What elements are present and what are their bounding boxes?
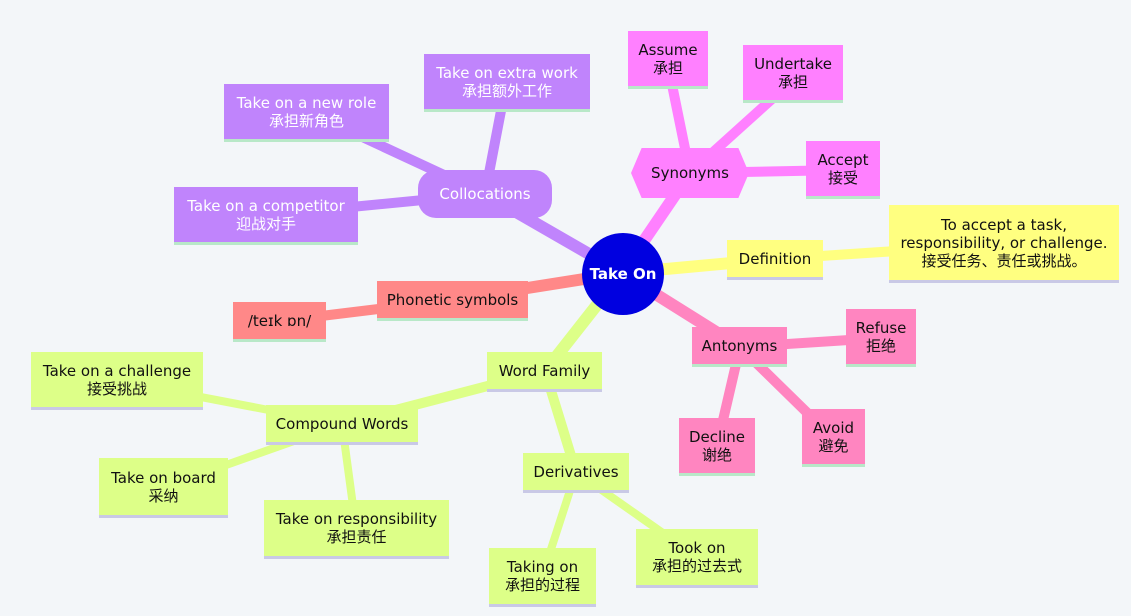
compound-responsibility[interactable]: Take on responsibility 承担责任 (264, 500, 449, 559)
collocation-competitor-en: Take on a competitor (187, 196, 345, 215)
antonym-refuse[interactable]: Refuse 拒绝 (846, 309, 916, 367)
derivative-taking-on[interactable]: Taking on 承担的过程 (489, 548, 596, 607)
compound-words-node[interactable]: Compound Words (266, 405, 418, 445)
definition-label: Definition (738, 249, 812, 268)
definition-text-en-1: To accept a task, (941, 215, 1067, 234)
synonym-assume-zh: 承担 (652, 58, 683, 77)
collocation-new-role-en: Take on a new role (236, 93, 377, 112)
synonym-undertake-en: Undertake (754, 54, 832, 73)
compound-challenge-zh: 接受挑战 (86, 379, 147, 398)
compound-challenge[interactable]: Take on a challenge 接受挑战 (31, 352, 203, 410)
antonym-refuse-zh: 拒绝 (865, 336, 896, 355)
definition-node[interactable]: Definition (727, 240, 823, 280)
collocation-new-role[interactable]: Take on a new role 承担新角色 (224, 84, 389, 142)
antonyms-node[interactable]: Antonyms (692, 327, 787, 367)
synonyms-label: Synonyms (651, 164, 729, 182)
antonym-decline-en: Decline (688, 427, 746, 446)
collocations-label: Collocations (439, 185, 531, 203)
compound-words-label: Compound Words (275, 414, 409, 433)
synonyms-node[interactable]: Synonyms (631, 148, 749, 198)
collocation-extra-work-zh: 承担额外工作 (461, 81, 552, 100)
derivative-taking-on-en: Taking on (506, 558, 579, 576)
collocation-extra-work[interactable]: Take on extra work 承担额外工作 (424, 54, 590, 112)
collocation-extra-work-en: Take on extra work (436, 63, 578, 82)
compound-board-zh: 采纳 (148, 486, 179, 505)
derivative-took-on[interactable]: Took on 承担的过去式 (636, 529, 758, 588)
derivative-taking-on-zh: 承担的过程 (504, 576, 580, 594)
antonym-avoid[interactable]: Avoid 避免 (802, 409, 865, 467)
antonym-avoid-zh: 避免 (818, 436, 849, 455)
antonym-refuse-en: Refuse (855, 318, 907, 337)
compound-challenge-en: Take on a challenge (42, 361, 192, 380)
center-label: Take On (589, 265, 657, 283)
derivatives-label: Derivatives (533, 462, 619, 481)
center-node-take-on[interactable]: Take On (582, 233, 664, 315)
definition-text-zh: 接受任务、责任或挑战。 (921, 251, 1087, 270)
derivatives-node[interactable]: Derivatives (523, 453, 629, 493)
collocations-node[interactable]: Collocations (418, 170, 552, 218)
antonyms-label: Antonyms (701, 336, 778, 355)
synonym-undertake-zh: 承担 (777, 72, 808, 91)
collocation-competitor-zh: 迎战对手 (235, 214, 296, 233)
compound-responsibility-zh: 承担责任 (326, 528, 387, 546)
synonym-accept-en: Accept (817, 150, 869, 169)
antonym-decline[interactable]: Decline 谢绝 (679, 418, 755, 476)
synonym-accept[interactable]: Accept 接受 (806, 141, 880, 199)
word-family-node[interactable]: Word Family (487, 352, 602, 392)
phonetic-node[interactable]: Phonetic symbols (377, 281, 528, 321)
collocation-competitor[interactable]: Take on a competitor 迎战对手 (174, 187, 358, 245)
synonym-undertake[interactable]: Undertake 承担 (743, 45, 843, 103)
synonym-assume-en: Assume (638, 40, 698, 59)
compound-board-en: Take on board (111, 468, 216, 487)
phonetic-value-text: /teɪk ɒn/ (247, 311, 312, 330)
compound-board[interactable]: Take on board 采纳 (99, 458, 228, 518)
antonym-decline-zh: 谢绝 (701, 445, 732, 464)
collocation-new-role-zh: 承担新角色 (268, 111, 344, 130)
derivative-took-on-zh: 承担的过去式 (651, 557, 742, 575)
word-family-label: Word Family (498, 361, 591, 380)
compound-responsibility-en: Take on responsibility (275, 510, 438, 528)
definition-text[interactable]: To accept a task, responsibility, or cha… (889, 205, 1119, 283)
synonym-assume[interactable]: Assume 承担 (628, 31, 708, 89)
synonym-accept-zh: 接受 (827, 168, 858, 187)
definition-text-en-2: responsibility, or challenge. (900, 233, 1108, 252)
phonetic-value[interactable]: /teɪk ɒn/ (233, 302, 326, 342)
phonetic-label: Phonetic symbols (386, 290, 519, 309)
antonym-avoid-en: Avoid (812, 418, 855, 437)
derivative-took-on-en: Took on (668, 539, 726, 557)
